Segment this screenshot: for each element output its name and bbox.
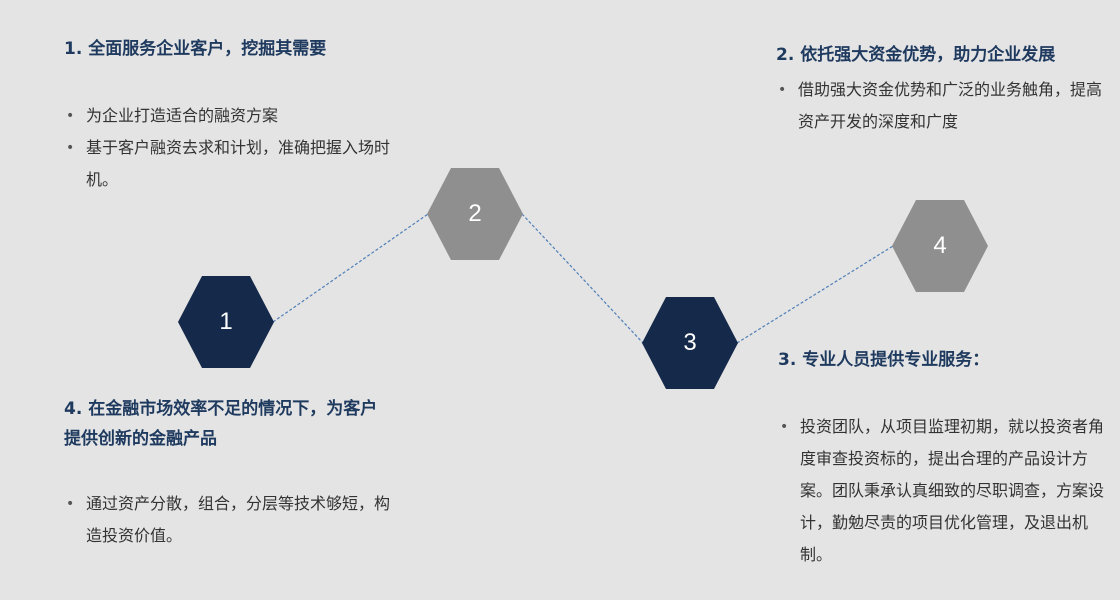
bullet-item: • 投资团队，从项目监理初期，就以投资者角度审查投资标的，提出合理的产品设计方案。… bbox=[778, 411, 1108, 571]
hexagon-node-3: 3 bbox=[642, 297, 738, 389]
bullet-item: • 借助强大资金优势和广泛的业务触角，提高资产开发的深度和广度 bbox=[776, 74, 1116, 138]
bullet-item: • 通过资产分散，组合，分层等技术够短，构造投资价值。 bbox=[64, 488, 394, 552]
node-label-4: 4 bbox=[933, 232, 947, 259]
bullet-item: • 为企业打造适合的融资方案 bbox=[64, 100, 394, 132]
text-block-3: 3. 专业人员提供专业服务： • 投资团队，从项目监理初期，就以投资者角度审查投资… bbox=[778, 345, 1108, 571]
connector-3-4 bbox=[736, 245, 894, 344]
bullet-item: • 基于客户融资去求和计划，准确把握入场时机。 bbox=[64, 132, 394, 196]
node-label-1: 1 bbox=[219, 308, 233, 335]
bullet-dot-icon: • bbox=[780, 419, 789, 435]
block-2-heading: 2. 依托强大资金优势，助力企业发展 bbox=[776, 45, 1056, 65]
block-1-heading: 1. 全面服务企业客户，挖掘其需要 bbox=[64, 39, 327, 59]
bullet-dot-icon: • bbox=[66, 108, 75, 124]
block-4-bullets: • 通过资产分散，组合，分层等技术够短，构造投资价值。 bbox=[64, 488, 394, 552]
bullet-text: 通过资产分散，组合，分层等技术够短，构造投资价值。 bbox=[86, 494, 391, 545]
text-block-2: 2. 依托强大资金优势，助力企业发展 • 借助强大资金优势和广泛的业务触角，提高资… bbox=[776, 40, 1116, 138]
text-block-1: 1. 全面服务企业客户，挖掘其需要 • 为企业打造适合的融资方案 • 基于客户融资去… bbox=[64, 34, 394, 196]
hexagon-node-1: 1 bbox=[178, 276, 274, 368]
connector-1-2 bbox=[272, 213, 429, 323]
block-1-bullets: • 为企业打造适合的融资方案 • 基于客户融资去求和计划，准确把握入场时机。 bbox=[64, 100, 394, 196]
bullet-text: 投资团队，从项目监理初期，就以投资者角度审查投资标的，提出合理的产品设计方案。团… bbox=[800, 417, 1105, 564]
text-block-4: 4. 在金融市场效率不足的情况下，为客户提供创新的金融产品 • 通过资产分散，组合… bbox=[64, 394, 394, 552]
block-3-heading: 3. 专业人员提供专业服务： bbox=[778, 350, 990, 370]
bullet-text: 基于客户融资去求和计划，准确把握入场时机。 bbox=[86, 138, 391, 189]
block-4-heading: 4. 在金融市场效率不足的情况下，为客户提供创新的金融产品 bbox=[64, 399, 378, 449]
node-label-3: 3 bbox=[683, 329, 697, 356]
bullet-text: 借助强大资金优势和广泛的业务触角，提高资产开发的深度和广度 bbox=[798, 80, 1103, 131]
block-3-bullets: • 投资团队，从项目监理初期，就以投资者角度审查投资标的，提出合理的产品设计方案。… bbox=[778, 411, 1108, 571]
connector-2-3 bbox=[521, 213, 644, 344]
block-2-bullets: • 借助强大资金优势和广泛的业务触角，提高资产开发的深度和广度 bbox=[776, 74, 1116, 138]
bullet-dot-icon: • bbox=[66, 140, 75, 156]
bullet-dot-icon: • bbox=[66, 496, 75, 512]
node-label-2: 2 bbox=[468, 200, 482, 227]
bullet-dot-icon: • bbox=[778, 82, 787, 98]
bullet-text: 为企业打造适合的融资方案 bbox=[86, 106, 279, 125]
